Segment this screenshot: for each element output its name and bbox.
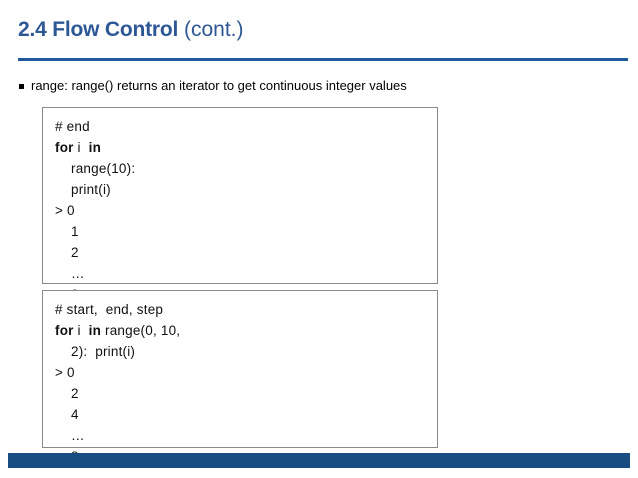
code-line: range(10): <box>55 158 437 179</box>
code-block-range-start-end-step: # start, end, step for i in range(0, 10, 2… <box>42 290 438 464</box>
code-line: # start, end, step <box>55 299 437 320</box>
page-title-suffix: (cont.) <box>178 18 244 41</box>
code-text: i <box>73 323 89 338</box>
code-text: # end <box>55 119 90 134</box>
code-text: > 0 <box>55 203 75 218</box>
bullet-item-label: range: range() returns an iterator to ge… <box>31 78 407 93</box>
code-text: 4 <box>71 407 79 422</box>
code-text: range(10): <box>71 161 136 176</box>
code-text: # start, end, step <box>55 302 164 317</box>
code-text: print(i) <box>71 182 111 197</box>
bullet-item: range: range() returns an iterator to ge… <box>19 77 407 94</box>
code-text: > 0 <box>55 365 75 380</box>
code-keyword: for <box>55 323 74 338</box>
footer-bar <box>8 453 630 468</box>
code-line: > 0 <box>55 362 437 383</box>
code-line: 1 <box>55 221 437 242</box>
code-text: 1 <box>71 224 79 239</box>
code-line: … <box>55 425 437 446</box>
code-line: 2 <box>55 383 437 404</box>
code-text: 2): print(i) <box>71 344 136 359</box>
code-text: 2 <box>71 245 79 260</box>
code-line: 2): print(i) <box>55 341 437 362</box>
code-text: … <box>71 266 85 281</box>
page-title: 2.4 Flow Control (cont.) <box>18 17 244 43</box>
code-text: i <box>73 140 89 155</box>
code-line: for i in <box>55 137 437 158</box>
code-line: … <box>55 263 437 284</box>
code-keyword: in <box>88 140 102 155</box>
code-line: for i in range(0, 10, <box>55 320 437 341</box>
code-line: 2 <box>55 242 437 263</box>
code-text: … <box>71 428 85 443</box>
code-text: 2 <box>71 386 79 401</box>
title-divider <box>18 58 628 61</box>
code-line: 4 <box>55 404 437 425</box>
page-title-main: 2.4 Flow Control <box>18 18 179 41</box>
square-bullet-icon <box>19 84 24 89</box>
code-keyword: for <box>55 140 74 155</box>
code-text: range(0, 10, <box>101 323 181 338</box>
code-line: > 0 <box>55 200 437 221</box>
code-line: # end <box>55 116 437 137</box>
code-line: print(i) <box>55 179 437 200</box>
code-keyword: in <box>88 323 102 338</box>
